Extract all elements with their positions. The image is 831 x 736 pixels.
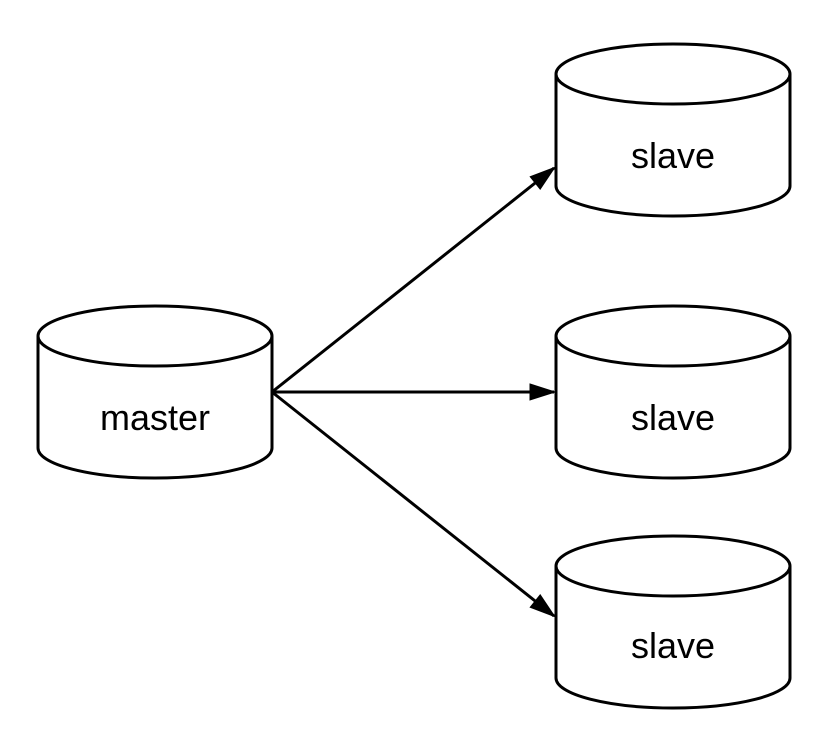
cylinder-body bbox=[36, 336, 274, 480]
node-slave-top: slave bbox=[554, 42, 792, 218]
node-label-master: master bbox=[100, 397, 210, 438]
cylinder-body bbox=[554, 566, 792, 710]
cylinder-top bbox=[554, 304, 792, 368]
node-label-slave-bottom: slave bbox=[631, 625, 715, 666]
edges bbox=[271, 166, 557, 618]
node-label-slave-top: slave bbox=[631, 135, 715, 176]
node-slave-bottom: slave bbox=[554, 534, 792, 710]
cylinder-body bbox=[554, 74, 792, 218]
cylinder-top bbox=[554, 534, 792, 598]
cylinder-top bbox=[554, 42, 792, 106]
node-label-slave-middle: slave bbox=[631, 397, 715, 438]
arrow-master-to-slave-top bbox=[271, 166, 557, 394]
arrow-master-to-slave-bottom bbox=[271, 390, 557, 618]
cylinder-top bbox=[36, 304, 274, 368]
node-slave-middle: slave bbox=[554, 304, 792, 480]
cylinder-body bbox=[554, 336, 792, 480]
node-master: master bbox=[36, 304, 274, 480]
